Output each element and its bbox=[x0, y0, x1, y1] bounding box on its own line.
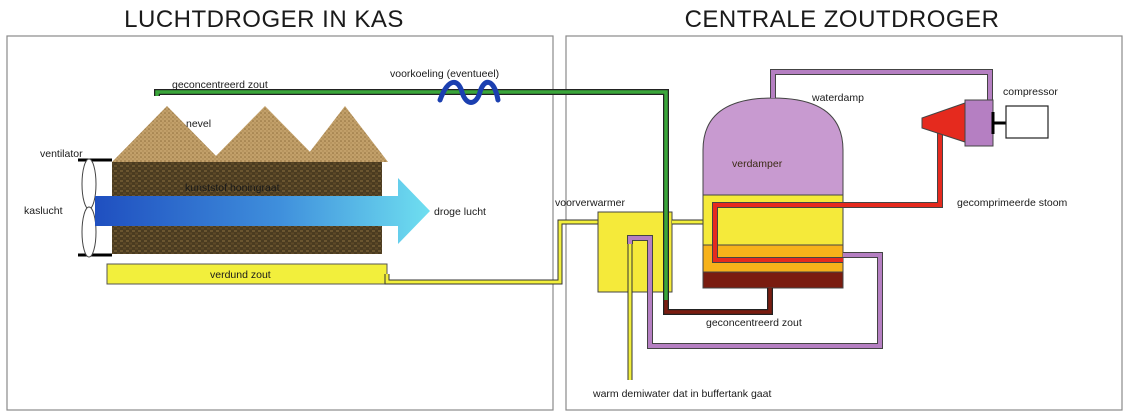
fan-icon bbox=[78, 158, 112, 258]
label-warm-demi-water: warm demiwater dat in buffertank gaat bbox=[592, 388, 771, 400]
greenhouse-panel bbox=[6, 35, 554, 411]
label-concentrated-salt-bottom: geconcentreerd zout bbox=[706, 317, 802, 329]
label-diluted-salt: verdund zout bbox=[210, 269, 271, 281]
concentrated-salt-pipe-green bbox=[155, 90, 668, 300]
label-evaporator: verdamper bbox=[732, 158, 783, 170]
compressed-steam-pipe bbox=[713, 128, 942, 262]
compressor-housing bbox=[964, 99, 994, 147]
evaporator-salt-bottom bbox=[702, 271, 844, 289]
label-concentrated-salt-top: geconcentreerd zout bbox=[172, 79, 268, 91]
label-compressor: compressor bbox=[1003, 86, 1058, 98]
left-title: LUCHTDROGER IN KAS bbox=[124, 6, 404, 33]
mist-cone-2 bbox=[210, 106, 320, 162]
mist-cone-3 bbox=[302, 106, 388, 162]
label-precooling: voorkoeling (eventueel) bbox=[390, 68, 499, 80]
condensate-loop-pipe bbox=[628, 236, 882, 348]
right-title: CENTRALE ZOUTDROGER bbox=[685, 6, 1000, 33]
label-dry-air: droge lucht bbox=[434, 206, 486, 218]
evaporator-vapor-space bbox=[702, 97, 844, 201]
preheater bbox=[597, 211, 673, 293]
water-vapor-pipe bbox=[771, 70, 992, 120]
air-flow-arrow bbox=[95, 178, 430, 244]
compressor-icon bbox=[921, 102, 1049, 143]
label-fan: ventilator bbox=[40, 148, 83, 160]
label-water-vapor: waterdamp bbox=[811, 92, 864, 104]
label-mist: nevel bbox=[186, 118, 211, 130]
mist-cone-1 bbox=[112, 106, 222, 162]
cooling-coil-icon bbox=[437, 80, 501, 105]
label-honeycomb: kunststof honingraat bbox=[185, 182, 280, 194]
label-preheater: voorverwarmer bbox=[555, 197, 626, 209]
concentrated-salt-pipe-dark bbox=[664, 288, 772, 314]
diluted-salt-pipe bbox=[385, 220, 598, 284]
label-compressed-steam: gecomprimeerde stoom bbox=[957, 197, 1068, 209]
label-greenhouse-air: kaslucht bbox=[24, 205, 63, 217]
